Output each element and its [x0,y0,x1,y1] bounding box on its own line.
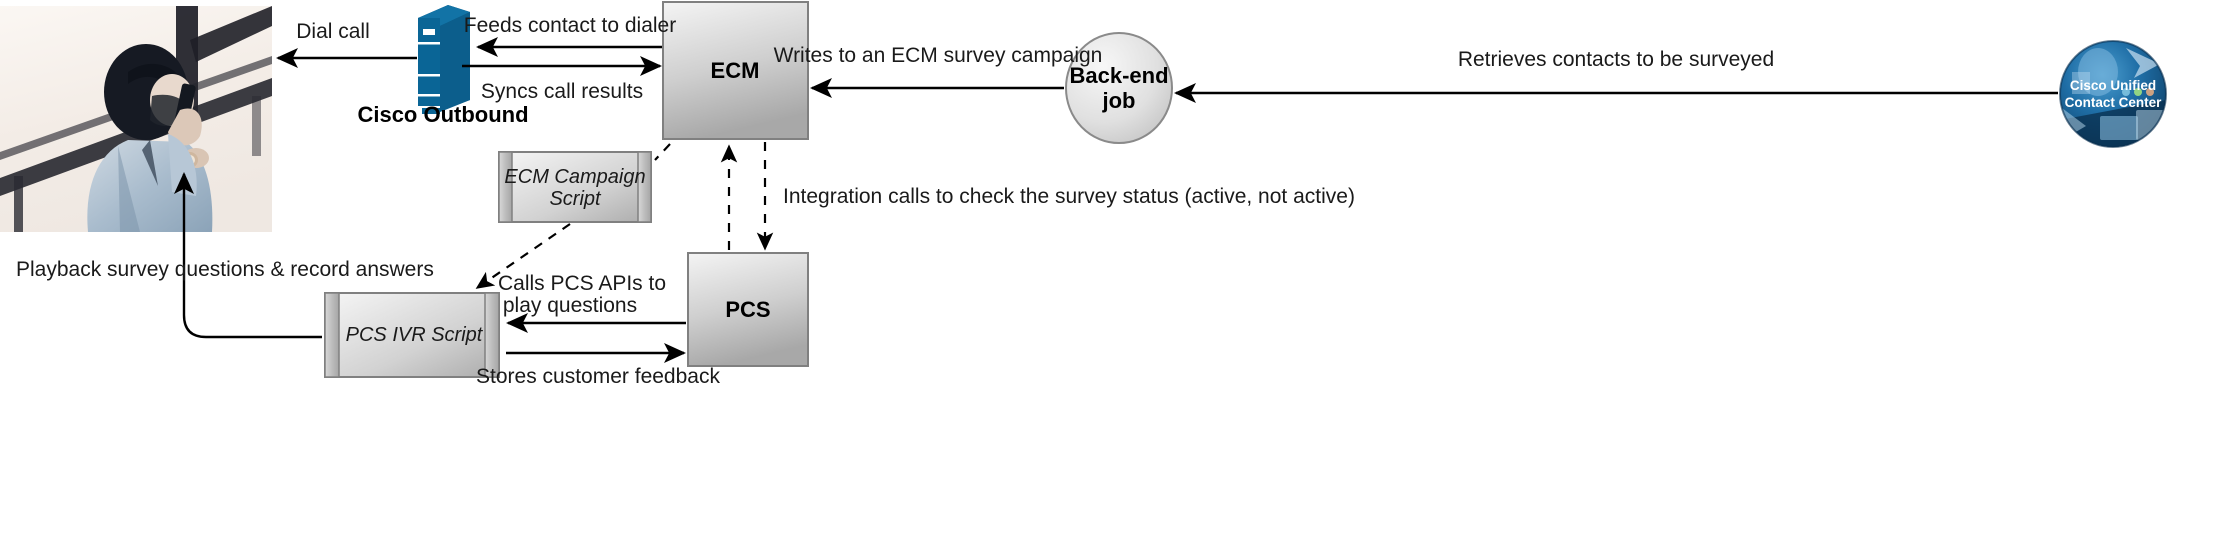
edge-feeds-contact: Feeds contact to dialer [464,14,676,57]
edge-integration-calls-label: Integration calls to check the survey st… [783,185,1355,208]
edge-ecm-to-campaign-script [654,143,671,161]
edge-calls-pcs-apis-line2: play questions [503,294,637,317]
ecm-box[interactable]: ECM [662,1,809,140]
edge-dial-call: Dial call [276,20,417,68]
edge-feeds-contact-label: Feeds contact to dialer [464,14,676,37]
ecm-campaign-script-node[interactable]: ECM Campaign Script [498,151,652,223]
backend-job-label-line1: Back-end [1069,63,1168,88]
backend-job-node[interactable]: Back-end job [1065,32,1173,144]
ecm-campaign-script-line1: ECM Campaign [504,166,645,188]
pcs-box[interactable]: PCS [687,252,809,367]
edge-stores-feedback: Stores customer feedback [476,343,720,388]
ecm-campaign-script-line2: Script [549,188,602,210]
logo-label-line1: Cisco Unified [2070,78,2156,93]
pcs-ivr-script-label: PCS IVR Script [346,324,484,346]
edge-stores-feedback-label: Stores customer feedback [476,365,720,388]
edge-campaign-script-to-ivr [475,223,571,289]
edge-writes-campaign-label: Writes to an ECM survey campaign [774,44,1103,67]
backend-job-label-line2: job [1102,88,1136,113]
pcs-ivr-script-node[interactable]: PCS IVR Script [324,292,500,378]
edge-calls-pcs-apis: Calls PCS APIs to play questions [498,272,686,333]
customer-photo [0,6,272,232]
logo-label-line2: Contact Center [2065,95,2163,110]
ecm-label: ECM [711,58,760,83]
pcs-label: PCS [725,297,770,322]
edge-playback-survey: Playback survey questions & record answe… [16,172,434,339]
cisco-unified-contact-center-logo: Cisco Unified Contact Center [2059,40,2167,148]
cisco-outbound-server-icon [418,5,470,114]
edge-dial-call-label: Dial call [296,20,370,43]
edge-writes-campaign: Writes to an ECM survey campaign [774,44,1103,98]
edge-calls-pcs-apis-line1: Calls PCS APIs to [498,272,666,295]
cisco-outbound-label: Cisco Outbound [357,102,528,127]
edge-retrieves-contacts-label: Retrieves contacts to be surveyed [1458,48,1774,71]
edge-syncs-results: Syncs call results [462,56,662,103]
edge-syncs-results-label: Syncs call results [481,80,643,103]
edge-integration-calls: Integration calls to check the survey st… [720,142,1355,251]
edge-retrieves-contacts: Retrieves contacts to be surveyed [1174,48,2058,103]
edge-playback-survey-label: Playback survey questions & record answe… [16,258,434,281]
